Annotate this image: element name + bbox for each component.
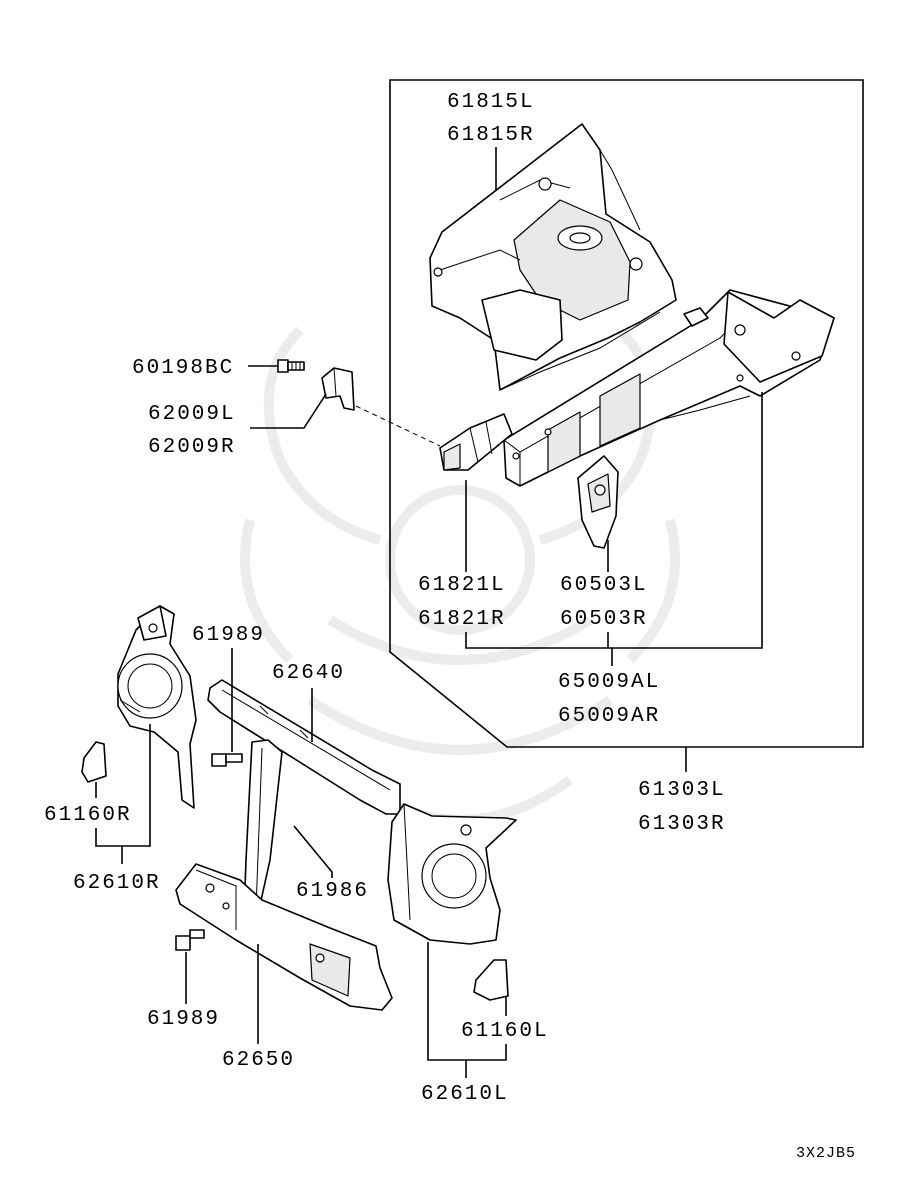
label-61303R: 61303R	[638, 813, 726, 836]
bolt-60198BC	[277, 359, 305, 373]
label-60503R: 60503R	[560, 608, 648, 631]
label-62640: 62640	[272, 662, 345, 685]
bolt-61989-upper	[211, 753, 243, 767]
label-62610L: 62610L	[421, 1083, 509, 1106]
headlamp-support-62610L	[387, 803, 517, 945]
bracket-60503	[577, 455, 619, 549]
assembly-boundary-box	[389, 79, 864, 748]
hood-lock-stay-61986	[243, 739, 283, 917]
headlamp-support-62610R	[117, 605, 197, 809]
inner-fender-apron-61815	[429, 123, 677, 391]
part-labels: 61815L 61815R 60198BC 62009L 62009R 6182…	[44, 91, 856, 1162]
label-62610R: 62610R	[73, 872, 161, 895]
radiator-support-lower-62650	[175, 863, 393, 1011]
bracket-61160R	[81, 741, 107, 783]
bracket-62009	[321, 367, 355, 411]
label-61989-lower: 61989	[147, 1008, 220, 1031]
label-61815L: 61815L	[447, 91, 535, 114]
label-61303L: 61303L	[638, 779, 726, 802]
label-62009R: 62009R	[148, 436, 236, 459]
bracket-61821	[439, 413, 513, 471]
label-60198BC: 60198BC	[132, 357, 234, 380]
leader-lines	[95, 147, 763, 1078]
label-62650: 62650	[222, 1049, 295, 1072]
radiator-support-upper-62640	[207, 679, 401, 815]
front-side-member-61303	[503, 289, 835, 487]
label-61815R: 61815R	[447, 124, 535, 147]
bolt-61989-lower	[175, 929, 205, 951]
diagram-code: 3X2JB5	[796, 1145, 856, 1162]
label-65009AR: 65009AR	[558, 705, 660, 728]
label-61986: 61986	[296, 880, 369, 903]
label-60503L: 60503L	[560, 574, 648, 597]
label-61160L: 61160L	[461, 1020, 549, 1043]
bracket-61160L	[473, 959, 509, 1001]
label-62009L: 62009L	[148, 403, 236, 426]
dashed-guide-62009	[355, 405, 441, 447]
label-61989-upper: 61989	[192, 624, 265, 647]
label-61821L: 61821L	[418, 574, 506, 597]
label-61821R: 61821R	[418, 608, 506, 631]
label-61160R: 61160R	[44, 804, 132, 827]
label-65009AL: 65009AL	[558, 671, 660, 694]
